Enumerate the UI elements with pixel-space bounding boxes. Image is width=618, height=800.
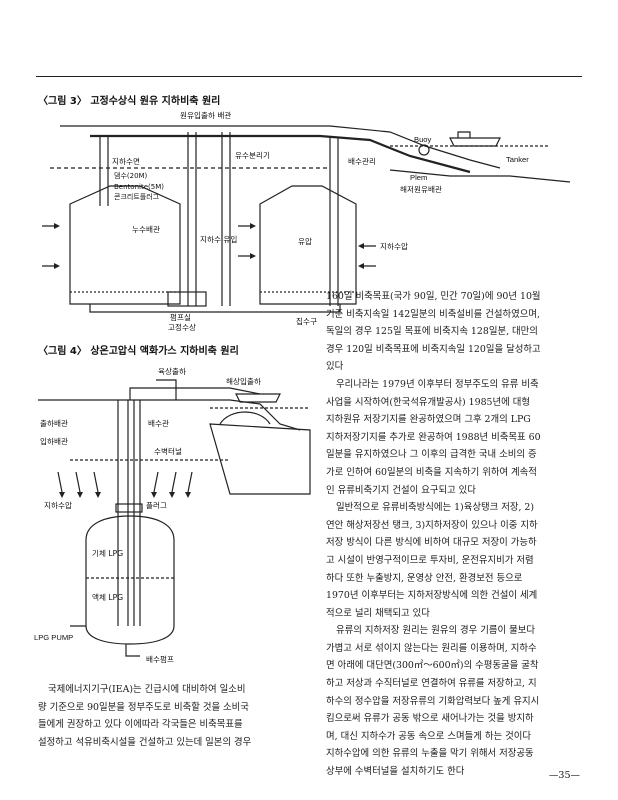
text-line: 하다 또한 누출방지, 운영상 안전, 환경보전 등으로 <box>326 572 523 584</box>
fig3-dam: 댐수(20M) <box>114 171 148 180</box>
text-line: 상부에 수벽터널을 설치하기도 한다 <box>326 766 465 778</box>
text-line: 유류의 지하저장 원리는 원유의 경우 기름이 물보다 <box>336 625 536 637</box>
text-line: 하고 저상과 수직터널로 연결하여 유류를 저장하고, 지 <box>326 678 537 690</box>
fig4-gw-inflow: 지하수압 <box>44 500 72 510</box>
text-line: 량 기준으로 90일분을 정부주도로 비축할 것을 소비국 <box>38 701 249 713</box>
fig4-outlet-pipe: 출하배관 <box>40 418 68 428</box>
fig4-sea-out: 해상입출하 <box>226 376 261 386</box>
text-line: 1970년 이후부터는 지하저장방식에 의한 건설이 세계 <box>326 590 538 602</box>
text-line: 들에게 권장하고 있다 이에따라 각국들은 비축목표를 <box>38 719 243 731</box>
fig4-gas-lpg: 기체 LPG <box>92 548 123 558</box>
fig4-shaft-tunnel: 수벽터널 <box>154 446 182 456</box>
text-line: 면 아래에 대단면(300㎡～600㎡)의 수평동굴을 굴착 <box>326 660 539 672</box>
text-line: 적으로 널리 채택되고 있다 <box>326 607 430 619</box>
fig3-gw-inflow: 지하수 유입 <box>200 234 237 244</box>
fig3-drain-pipe: 배수관리 <box>348 156 376 166</box>
fig4-plug: 플러그 <box>146 501 167 510</box>
fig3-water-sep: 유수분리기 <box>235 151 270 160</box>
text-line: 지하수압에 의한 유류의 누출을 막기 위해서 저장공동 <box>326 748 534 760</box>
text-line: 킴으로써 유류가 공동 밖으로 새어나가는 것을 방지하 <box>326 713 534 725</box>
text-line: 사업을 시작하여(한국석유개발공사) 1985년에 대형 <box>326 396 530 408</box>
right-column-text: 160일 비축목표(국가 90일, 민간 70일)에 90년 10월 기준 비축… <box>326 288 584 781</box>
text-line: 지하원유 저장기지를 완공하였으며 그후 2개의 LPG <box>326 414 531 426</box>
fig3-bentonite: Bentonite(5M) <box>114 183 164 191</box>
fig3-fixed-water: 고정수상 <box>168 322 196 332</box>
text-line: 일분을 유지하였으나 그 이후의 급격한 국내 소비의 증 <box>326 449 537 461</box>
fig4-lpg-pump: LPG PUMP <box>34 633 73 642</box>
figure3-diagram: 원유입출하 배관 지하수면 댐수(20M) Bentonite(5M) 콘크리트… <box>42 110 571 332</box>
left-column-text: 국제에너지기구(IEA)는 긴급시에 대비하여 일소비 량 기준으로 90일분을… <box>38 681 306 751</box>
text-line: 경우 120일 비축목표에 비축지속일 120일을 달성하고 <box>326 343 541 355</box>
figure4-title: 〈그림 4〉 상온고압식 액화가스 지하비축 원리 <box>38 346 239 357</box>
text-line: 하수의 정수압을 저장유류의 기화압력보다 높게 유지시 <box>326 695 540 707</box>
text-line: 독일의 경우 125일 목표에 비축지속 128일분, 대만의 <box>326 326 538 338</box>
text-line: 가로 인하여 60일분의 비축을 지속하기 위하여 계속적 <box>326 466 537 478</box>
fig4-inlet-pipe: 입하배관 <box>40 436 68 446</box>
text-line: 며, 대신 지하수가 공동 속으로 스며들게 하는 것이다 <box>326 730 531 742</box>
fig3-seabed-pipe: 해저원유배관 <box>400 184 442 194</box>
fig3-buoy: Buoy <box>414 135 432 144</box>
text-line: 인 유류비축기지 건설이 요구되고 있다 <box>326 484 476 496</box>
text-line: 저장 방식이 다른 방식에 비하여 대규모 저장이 가능하 <box>326 537 537 549</box>
text-line: 가볍고 서로 섞이지 않는다는 원리를 이용하며, 지하수 <box>326 642 537 654</box>
fig4-land-out: 육상출하 <box>158 366 186 376</box>
text-line: 일반적으로 유류비축방식에는 1)육상탱크 저장, 2) <box>336 502 535 514</box>
figure4-diagram: 육상출하 해상입출하 출하배관 입하배관 배수관 수벽터널 지하수압 플러그 기… <box>34 366 311 664</box>
page-number: —35— <box>548 770 580 781</box>
fig3-groundwater-level: 지하수면 <box>112 156 140 166</box>
text-line: 160일 비축목표(국가 90일, 민간 70일)에 90년 10월 <box>326 291 541 302</box>
text-line: 고 시설이 반영구적이므로 투자비, 운전유지비가 저렴 <box>326 554 534 566</box>
fig3-pump-room: 펌프실 <box>170 312 191 322</box>
text-line: 지하저장기지를 추가로 완공하여 1988년 비축목표 60 <box>326 431 541 443</box>
fig4-drain-pipe: 배수관 <box>148 418 169 428</box>
fig4-liquid-lpg: 액체 LPG <box>92 592 123 602</box>
fig3-gw-pressure: 지하수압 <box>380 241 408 251</box>
text-line: 있다 <box>326 361 344 373</box>
fig3-sump: 집수구 <box>296 316 317 326</box>
fig4-drain-pump: 배수펌프 <box>146 654 174 664</box>
fig3-outlet-pipe: 원유입출하 배관 <box>180 110 231 120</box>
text-line: 설정하고 석유비축시설을 건설하고 있는데 일본의 경우 <box>38 736 252 748</box>
text-line: 연안 해상저장선 탱크, 3)지하저장이 있으나 이중 지하 <box>326 519 538 531</box>
fig3-concrete-plug: 콘크리트플러그 <box>114 192 160 201</box>
fig3-tanker: Tanker <box>506 155 529 164</box>
text-line: 기준 비축지속일 142일분의 비축설비를 건설하였으며, <box>326 308 540 320</box>
header-rule <box>36 76 582 77</box>
text-line: 국제에너지기구(IEA)는 긴급시에 대비하여 일소비 <box>48 684 246 695</box>
figure3-title: 〈그림 3〉 고정수상식 원유 지하비축 원리 <box>38 96 221 107</box>
fig3-leak-pipe: 누수배관 <box>132 224 160 234</box>
fig3-oil-pressure: 유압 <box>298 237 312 246</box>
text-line: 우리나라는 1979년 이후부터 정부주도의 유류 비축 <box>336 378 539 390</box>
fig3-plem: Plem <box>410 173 427 182</box>
